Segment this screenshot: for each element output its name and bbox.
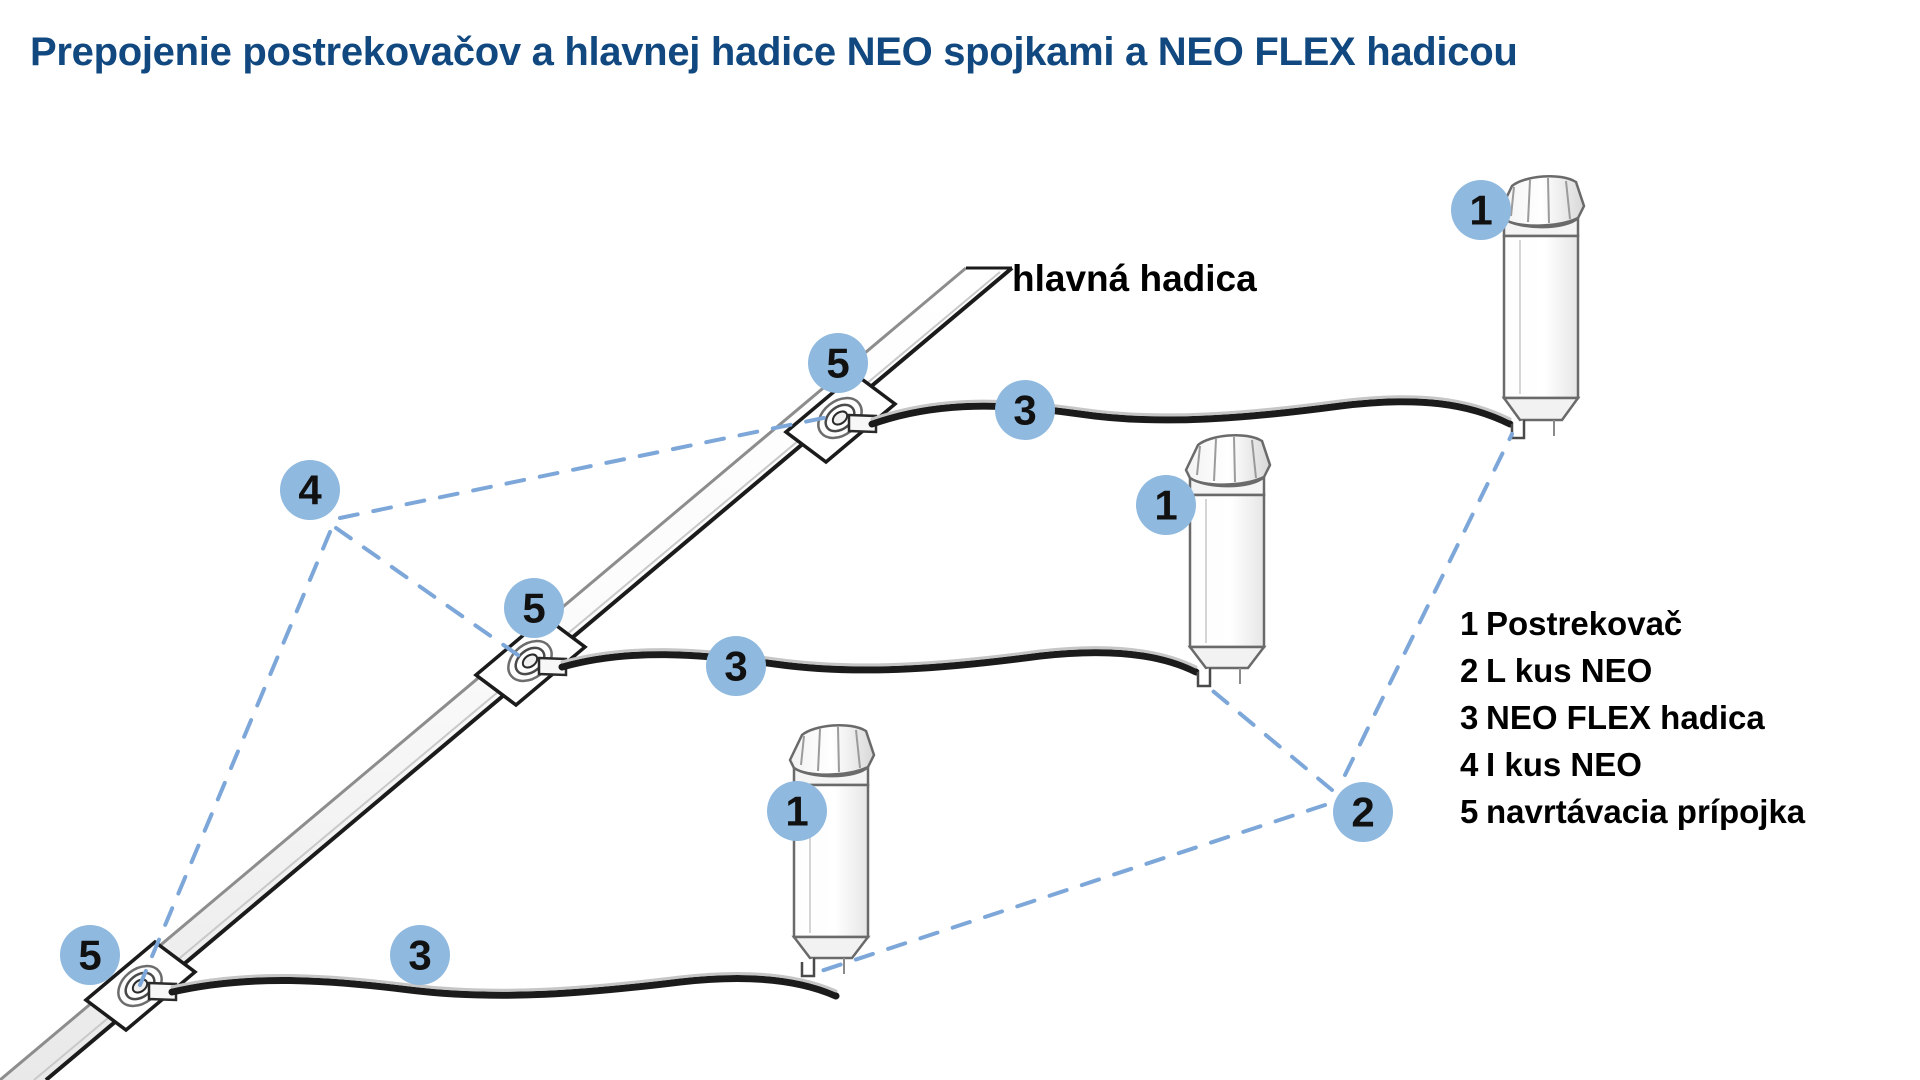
leader-4-to-mid-saddle xyxy=(334,526,527,662)
legend-item-number: 3 xyxy=(1460,699,1479,736)
legend-item-label: navrtávacia prípojka xyxy=(1486,793,1806,830)
legend-item-number: 2 xyxy=(1460,652,1479,689)
leader-4-to-bottom-saddle xyxy=(138,530,332,987)
flex-hose-middle xyxy=(558,646,1200,676)
page-title: Prepojenie postrekovačov a hlavnej hadic… xyxy=(30,30,1518,74)
leader-2-to-top-elbow xyxy=(1343,432,1514,777)
main-hose-label: hlavná hadica xyxy=(1012,258,1257,299)
legend-item-label: I kus NEO xyxy=(1486,746,1642,783)
leader-2-to-mid-elbow xyxy=(1200,680,1334,792)
sprinkler-bottom xyxy=(788,724,876,978)
legend-item-label: Postrekovač xyxy=(1486,605,1683,642)
legend-item-number: 1 xyxy=(1460,605,1479,642)
leader-lines xyxy=(138,414,1514,987)
saddle-connector-middle xyxy=(473,614,588,708)
sprinkler-middle xyxy=(1184,434,1272,688)
saddle-connector-top xyxy=(783,371,898,465)
leader-2-to-bottom-elbow xyxy=(816,803,1327,974)
flex-hose-top xyxy=(868,395,1514,428)
sprinkler-top xyxy=(1498,175,1586,440)
flex-hose-bottom xyxy=(168,971,840,1000)
leader-4-to-top-saddle xyxy=(338,414,835,520)
legend-item-label: NEO FLEX hadica xyxy=(1486,699,1765,736)
legend-item-number: 5 xyxy=(1460,793,1479,830)
legend-item-number: 4 xyxy=(1460,746,1479,783)
legend-item-label: L kus NEO xyxy=(1486,652,1653,689)
